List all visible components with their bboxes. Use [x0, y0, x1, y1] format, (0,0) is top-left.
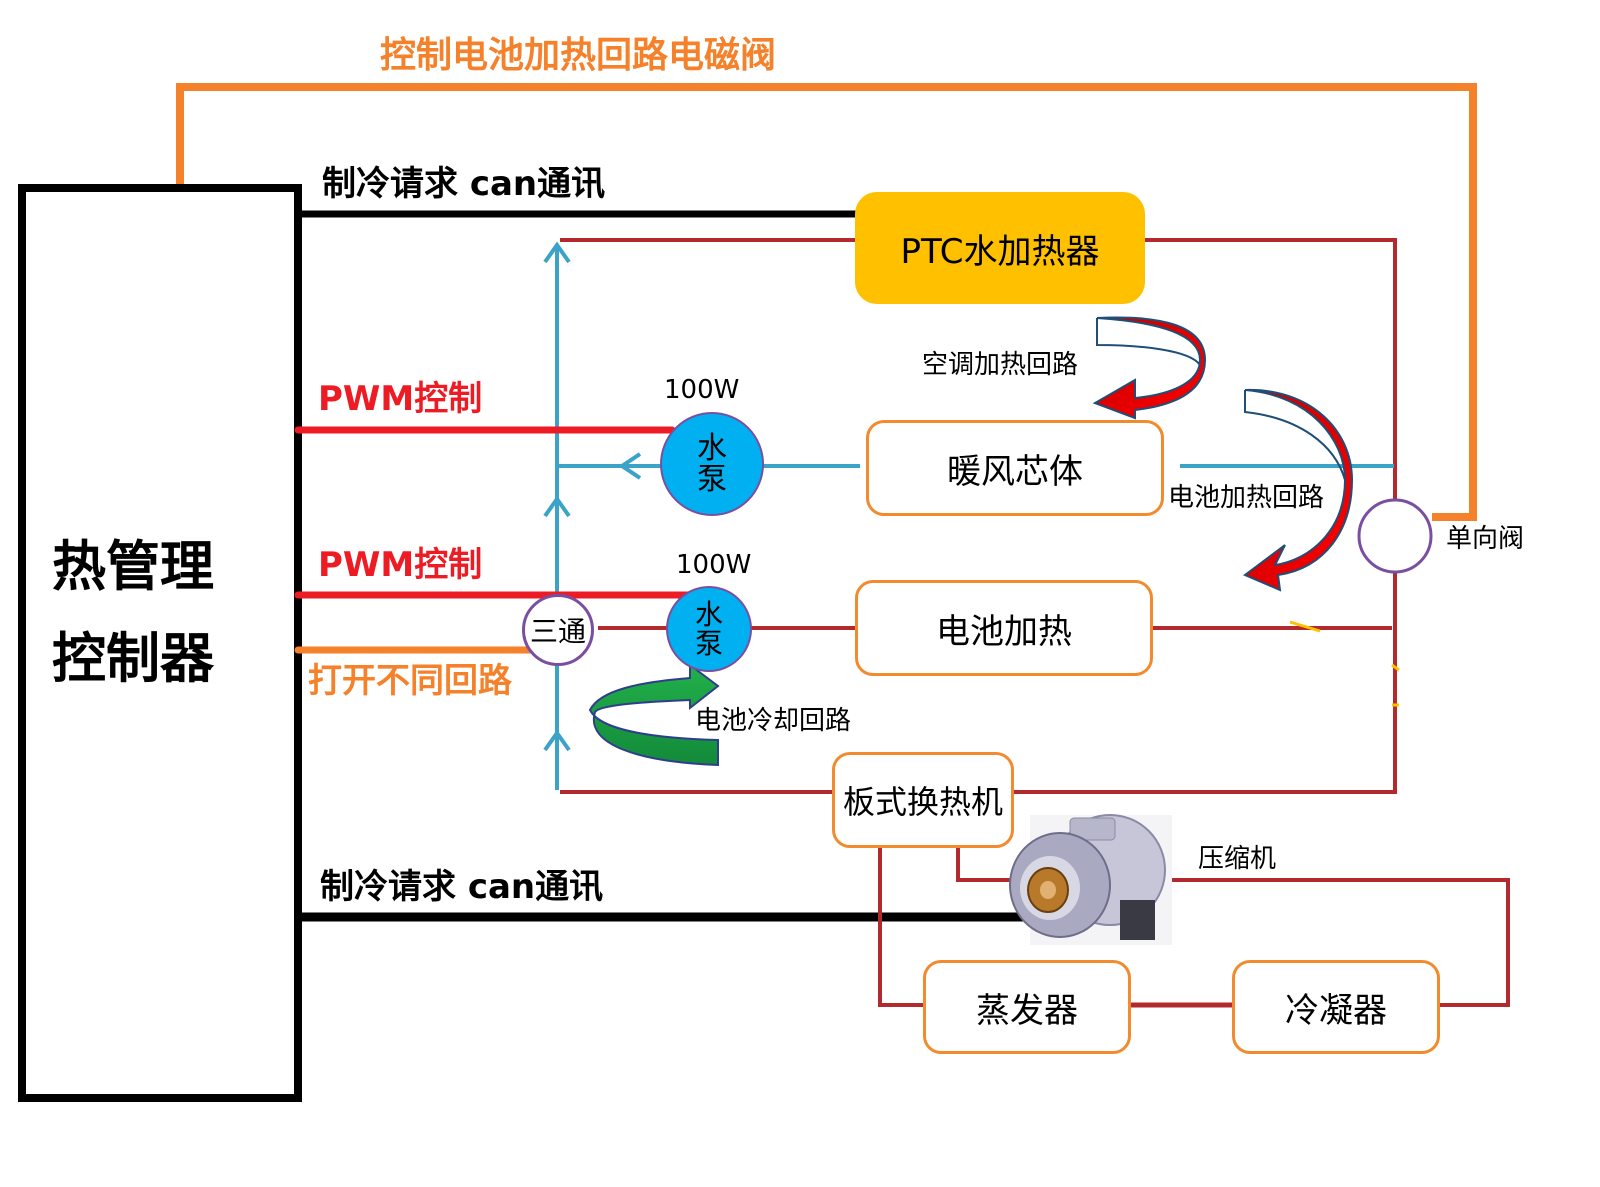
pump-1-label-line1: 水	[697, 430, 727, 466]
pump-1-label-line2: 泵	[697, 462, 727, 497]
pump-2-label-line1: 水	[694, 597, 723, 631]
pump-2: 水 泵	[666, 586, 752, 672]
pump-1: 水 泵	[660, 412, 764, 516]
compressor-icon	[1009, 814, 1172, 945]
yellow-mark	[1289, 620, 1321, 633]
controller-box	[18, 184, 302, 1102]
yellow-mark	[1391, 663, 1400, 672]
evaporator-box: 蒸发器	[923, 960, 1131, 1054]
valve-control-label: 控制电池加热回路电磁阀	[380, 35, 777, 76]
battery-heating-box: 电池加热	[855, 580, 1153, 676]
refrigerant-line-compressor-in	[956, 846, 1010, 882]
can-label-bottom: 制冷请求 can通讯	[320, 867, 604, 907]
controller-label-line1: 热管理	[52, 535, 214, 598]
controller-label-line2: 控制器	[52, 627, 214, 690]
pump-1-power: 100W	[664, 375, 740, 405]
ptc-heater-box: PTC水加热器	[855, 192, 1145, 304]
battery-heating-loop-label: 电池加热回路	[1168, 483, 1325, 513]
flow-arrow-up-icon	[543, 241, 571, 264]
three-way-valve: 三通	[522, 594, 594, 666]
coolant-loop-red	[560, 238, 1397, 794]
valve-control-line	[176, 83, 1477, 521]
battery-heating-loop-arrow-icon	[1243, 388, 1354, 592]
refrigerant-line-left	[878, 846, 925, 1007]
heater-core-box: 暖风芯体	[866, 420, 1164, 516]
open-loops-label: 打开不同回路	[308, 661, 512, 701]
ac-heating-loop-arrow-icon	[1092, 316, 1207, 420]
flow-arrow-up-icon	[543, 729, 571, 752]
battery-cooling-loop-label: 电池冷却回路	[695, 706, 852, 736]
check-valve-label: 单向阀	[1446, 524, 1525, 554]
pwm-label-2: PWM控制	[318, 545, 483, 585]
pwm-label-1: PWM控制	[318, 379, 483, 419]
flow-arrow-up-icon	[543, 495, 571, 518]
check-valve-icon	[1357, 498, 1433, 574]
pump-2-power: 100W	[676, 550, 752, 580]
battery-cooling-loop-arrow-icon	[588, 663, 720, 767]
condenser-box: 冷凝器	[1232, 960, 1440, 1054]
refrigerant-line-compressor-out	[1168, 878, 1510, 1007]
pump-2-label-line2: 泵	[694, 627, 723, 660]
ac-heating-loop-label: 空调加热回路	[922, 350, 1079, 380]
three-way-valve-label: 三通	[529, 615, 586, 648]
compressor-label: 压缩机	[1198, 844, 1277, 874]
plate-heat-exchanger-box: 板式换热机	[832, 752, 1014, 848]
flow-arrow-left-icon	[618, 452, 642, 480]
can-label-top: 制冷请求 can通讯	[322, 164, 606, 204]
